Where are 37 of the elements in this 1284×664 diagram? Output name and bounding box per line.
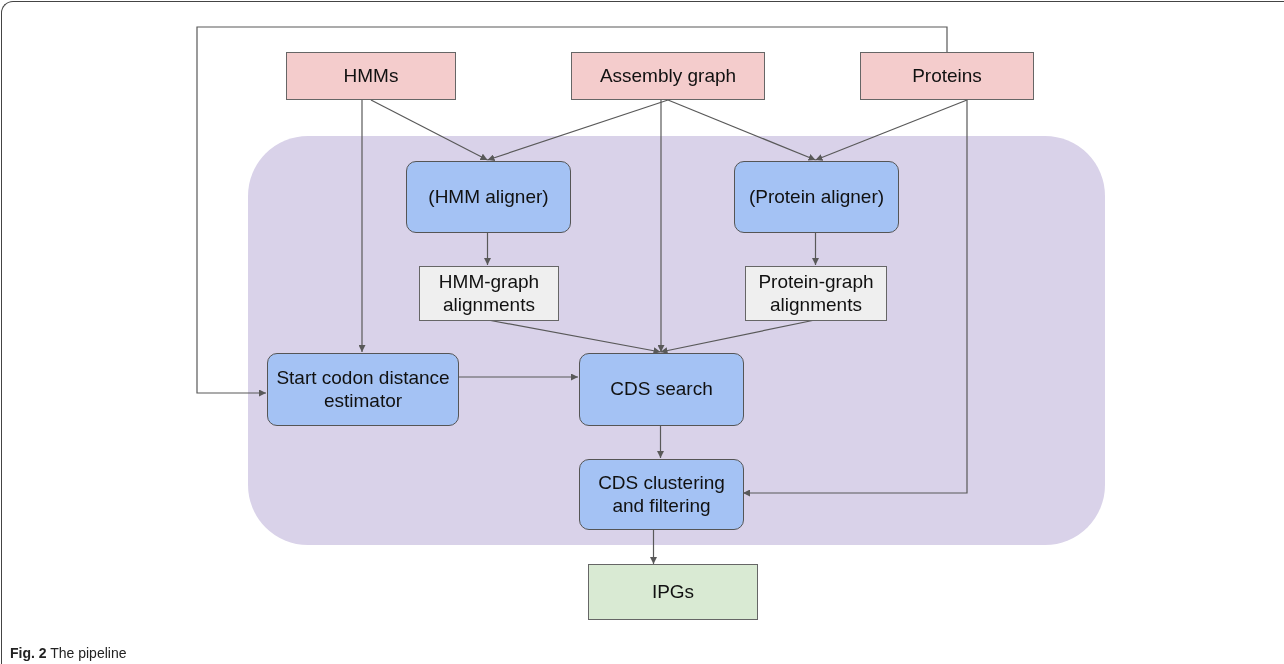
arrow: [358, 99, 366, 353]
node-label: Proteins: [911, 64, 983, 88]
process-box: [267, 353, 459, 426]
arrow: [370, 99, 489, 161]
node-label: HMM-graph alignments: [437, 270, 541, 317]
arrow: [742, 99, 968, 497]
process-box: [406, 161, 571, 233]
node-label: Start codon distance estimator: [275, 366, 451, 413]
node-label: (Protein aligner): [747, 185, 886, 209]
node-label: HMMs: [342, 64, 400, 88]
arrow: [486, 99, 669, 162]
process-box: [734, 161, 899, 233]
arrow: [484, 231, 491, 266]
figure-caption: Fig. 2 The pipeline: [10, 645, 127, 661]
node-label: Assembly graph: [598, 64, 738, 88]
node-label: CDS clustering and filtering: [597, 471, 726, 518]
data-box: [860, 52, 1034, 100]
data-box: [286, 52, 456, 100]
data-box: [745, 266, 887, 321]
group-background: [248, 136, 1105, 545]
node-label: CDS search: [609, 378, 714, 401]
arrow: [812, 231, 819, 266]
node-label: IPGs: [650, 580, 696, 604]
process-box: [579, 353, 744, 426]
node-label: Protein-graph alignments: [757, 270, 875, 317]
data-box: [419, 266, 559, 321]
arrow: [657, 424, 664, 459]
arrow: [457, 373, 579, 381]
arrow: [657, 99, 665, 353]
data-box: [588, 564, 758, 620]
data-box: [571, 52, 765, 100]
process-box: [579, 459, 744, 530]
node-label: (HMM aligner): [427, 185, 550, 209]
arrow: [667, 99, 817, 161]
arrow: [814, 99, 968, 161]
arrow: [650, 528, 657, 565]
arrow: [196, 26, 948, 397]
